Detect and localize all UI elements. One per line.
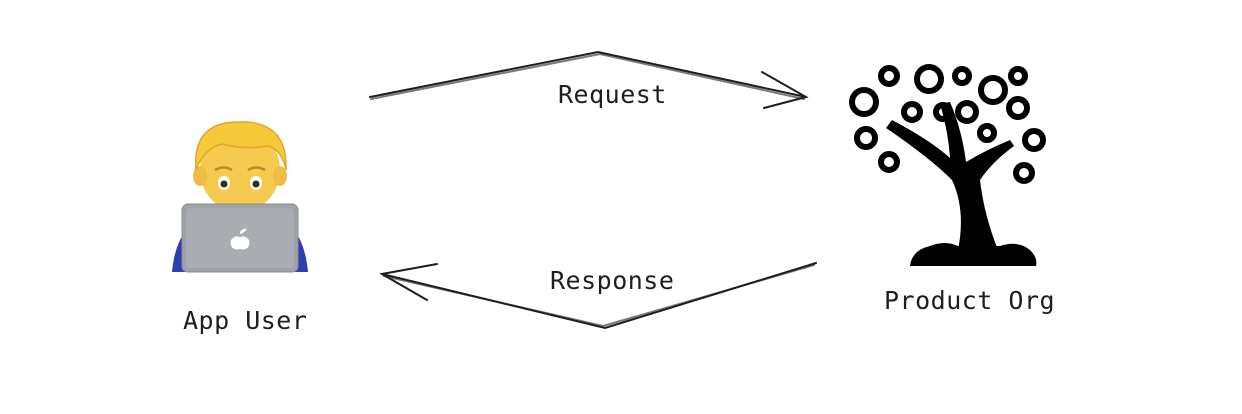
apple-logo-icon bbox=[230, 228, 250, 250]
tree-trunk bbox=[886, 102, 1014, 250]
response-label: Response bbox=[550, 266, 675, 295]
request-arrowhead bbox=[761, 71, 809, 109]
face-shape bbox=[200, 128, 280, 212]
response-arrow bbox=[379, 262, 817, 330]
request-arrow-line-2 bbox=[370, 52, 805, 100]
product-org-label: Product Org bbox=[884, 286, 1056, 315]
tree-icon bbox=[849, 64, 1046, 266]
request-label: Request bbox=[558, 80, 667, 109]
developer-icon bbox=[172, 121, 308, 273]
response-arrowhead bbox=[379, 263, 438, 301]
response-arrow-line-2 bbox=[383, 264, 815, 328]
app-user-label: App User bbox=[183, 306, 308, 335]
tree-leaves bbox=[849, 64, 1046, 184]
request-arrow bbox=[369, 50, 809, 109]
tree-roots bbox=[910, 243, 1037, 266]
hair-shape bbox=[194, 121, 287, 171]
request-arrow-line bbox=[369, 50, 807, 98]
